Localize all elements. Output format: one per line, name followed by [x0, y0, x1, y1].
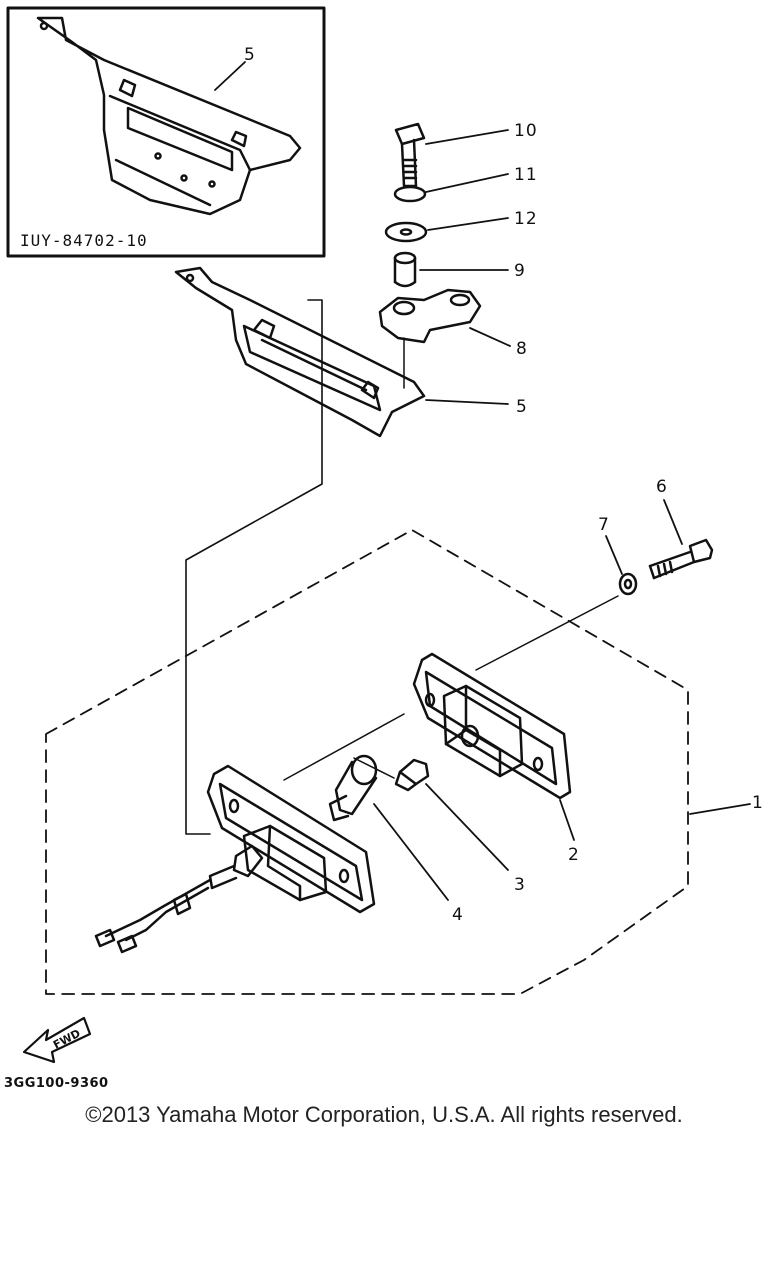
inset-bracket-drawing: [36, 16, 302, 216]
lock-washer-part-11: [393, 185, 427, 203]
fwd-arrow-icon: FWD: [22, 1016, 92, 1064]
assembly-line-screw: [475, 595, 619, 671]
wire-harness: [94, 864, 238, 954]
copyright-text: ©2013 Yamaha Motor Corporation, U.S.A. A…: [85, 1102, 683, 1127]
part-label-3: 3: [514, 875, 526, 895]
part-label-12: 12: [514, 209, 538, 229]
part-label-1: 1: [752, 793, 764, 813]
washer-part-7: [618, 572, 638, 596]
part-label-11: 11: [514, 165, 538, 185]
inset-part-code: IUY-84702-10: [20, 231, 148, 250]
leader-5: [425, 399, 509, 405]
socket-part-4: [328, 754, 378, 822]
leader-8: [469, 327, 511, 347]
leader-10: [425, 129, 509, 145]
leader-1: [689, 803, 751, 815]
bolt-part-10: [394, 122, 426, 188]
inset-panel: 5 IUY-84702-10: [6, 6, 326, 258]
part-label-8: 8: [516, 339, 528, 359]
leader-3: [425, 783, 509, 871]
assembly-line-bulb: [353, 757, 395, 779]
part-label-4: 4: [452, 905, 464, 925]
leader-11: [425, 173, 509, 193]
leader-inset-5: [214, 61, 246, 91]
assembly-outline-1: [45, 529, 689, 995]
lens-part-2: [412, 652, 572, 800]
part-label-6: 6: [656, 477, 668, 497]
leader-6: [663, 499, 683, 545]
leader-7: [605, 535, 623, 575]
bracket-part-5: [174, 266, 426, 438]
part-label-10: 10: [514, 121, 538, 141]
fwd-label: FWD: [51, 1027, 83, 1052]
collar-part-9: [393, 251, 417, 288]
assembly-line-lens: [283, 713, 405, 781]
bulb-part-3: [394, 758, 430, 792]
part-label-2: 2: [568, 845, 580, 865]
lamp-housing: [206, 764, 376, 914]
screw-part-6: [648, 538, 714, 580]
leader-4: [373, 803, 449, 901]
part-label-7: 7: [598, 515, 610, 535]
washer-part-12: [384, 221, 428, 243]
leader-12: [427, 217, 509, 231]
leader-2: [559, 799, 575, 841]
assembly-guide-line: [185, 299, 323, 835]
stay-part-8: [378, 288, 482, 389]
part-label-5-inset: 5: [244, 45, 256, 65]
diagram-code: 3GG100-9360: [4, 1076, 109, 1091]
part-label-5: 5: [516, 397, 528, 417]
part-label-9: 9: [514, 261, 526, 281]
